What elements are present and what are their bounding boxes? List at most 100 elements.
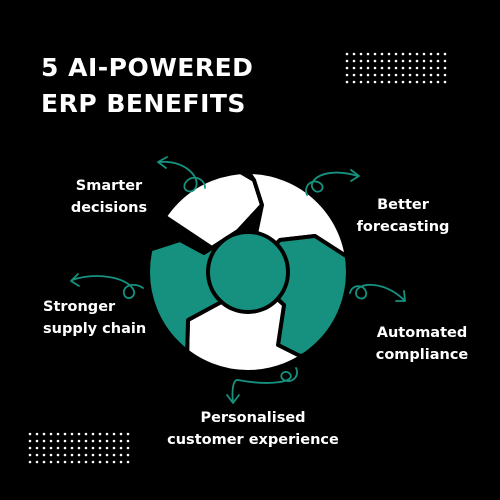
decoration-dot [366,80,370,84]
decoration-dot [112,432,116,436]
benefit-label-better-forecasting: Better forecasting [356,197,450,235]
curly-arrow-icon [70,273,144,299]
decoration-dot [98,432,102,436]
decoration-dot [345,80,349,84]
decoration-dot [49,446,53,450]
decoration-dot [98,446,102,450]
decoration-dot [28,446,32,450]
decoration-dot [119,446,123,450]
decoration-dot [436,59,440,63]
decoration-dot [394,73,398,77]
decoration-dot [394,66,398,70]
decoration-dot [119,453,123,457]
decoration-dot [436,52,440,56]
decoration-dot [359,52,363,56]
decoration-dot [49,453,53,457]
decoration-dot [373,66,377,70]
dot-grid-decoration-bottom-left [28,432,130,464]
decoration-dot [42,453,46,457]
decoration-dot [436,73,440,77]
decoration-dot [98,460,102,464]
decoration-dot [415,52,419,56]
decoration-dot [352,59,356,63]
decoration-dot [387,52,391,56]
decoration-dot [112,446,116,450]
decoration-dot [91,460,95,464]
decoration-dot [70,439,74,443]
decoration-dot [84,432,88,436]
decoration-dot [77,460,81,464]
decoration-dot [105,446,109,450]
dot-grid-decoration-top-right [345,52,447,84]
curly-arrow-icon [226,367,298,404]
decoration-dot [84,453,88,457]
decoration-dot [380,52,384,56]
decoration-dot [422,80,426,84]
decoration-dot [422,66,426,70]
decoration-dot [70,432,74,436]
decoration-dot [436,80,440,84]
decoration-dot [373,73,377,77]
decoration-dot [112,460,116,464]
decoration-dot [126,446,130,450]
decoration-dot [28,439,32,443]
decoration-dot [63,439,67,443]
decoration-dot [429,66,433,70]
decoration-dot [112,453,116,457]
decoration-dot [35,432,39,436]
benefit-label-personalised-customer-experience: Personalised customer experience [167,410,339,448]
decoration-dot [352,73,356,77]
decoration-dot [35,460,39,464]
page-title: 5 AI-POWERED ERP BENEFITS [41,50,253,122]
decoration-dot [387,73,391,77]
decoration-dot [380,80,384,84]
decoration-dot [443,66,447,70]
decoration-dot [63,432,67,436]
decoration-dot [56,439,60,443]
decoration-dot [105,460,109,464]
decoration-dot [119,439,123,443]
decoration-dot [77,439,81,443]
decoration-dot [91,432,95,436]
decoration-dot [380,66,384,70]
decoration-dot [112,439,116,443]
decoration-dot [366,59,370,63]
decoration-dot [56,460,60,464]
decoration-dot [415,80,419,84]
decoration-dot [443,73,447,77]
decoration-dot [35,446,39,450]
decoration-dot [77,453,81,457]
decoration-dot [408,66,412,70]
decoration-dot [401,59,405,63]
decoration-dot [119,460,123,464]
decoration-dot [84,460,88,464]
benefit-label-automated-compliance: Automated compliance [375,325,469,363]
decoration-dot [42,446,46,450]
decoration-dot [401,66,405,70]
curly-arrow-icon [157,156,206,193]
decoration-dot [56,432,60,436]
diagram-outline [146,170,350,374]
decoration-dot [429,59,433,63]
decoration-dot [401,80,405,84]
title-line-2: ERP BENEFITS [41,89,246,118]
decoration-dot [394,59,398,63]
decoration-dot [28,432,32,436]
decoration-dot [415,73,419,77]
decoration-dot [77,432,81,436]
decoration-dot [35,453,39,457]
decoration-dot [394,52,398,56]
decoration-dot [345,59,349,63]
decoration-dot [63,446,67,450]
decoration-dot [105,453,109,457]
decoration-dot [401,52,405,56]
decoration-dot [408,73,412,77]
decoration-dot [373,59,377,63]
decoration-dot [422,59,426,63]
decoration-dot [443,59,447,63]
decoration-dot [359,59,363,63]
decoration-dot [380,59,384,63]
decoration-dot [415,59,419,63]
decoration-dot [49,460,53,464]
